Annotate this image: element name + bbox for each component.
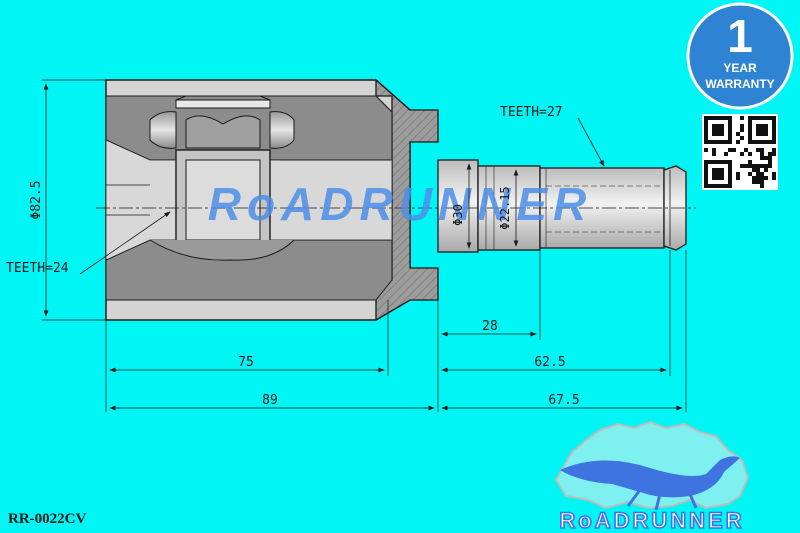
- dim-62-5-label: 62.5: [534, 355, 565, 370]
- dim-89-label: 89: [262, 393, 278, 408]
- teeth-inner-label: TEETH=24: [6, 261, 69, 276]
- teeth-outer-label: TEETH=27: [500, 105, 563, 120]
- dim-67-5: 67.5: [441, 250, 687, 412]
- warranty-line1: YEAR: [723, 61, 757, 75]
- part-number: RR-0022CV: [8, 511, 86, 527]
- dim-89: 89: [109, 393, 435, 411]
- teeth-outer-callout: TEETH=27: [500, 105, 605, 167]
- qr-code-icon: [702, 114, 778, 190]
- dia-spline-label: Φ22.15: [498, 186, 512, 229]
- bird-icon: [560, 456, 740, 511]
- dim-28-label: 28: [482, 319, 498, 334]
- logo-text: RoADRUNNER: [559, 508, 744, 533]
- dim-75: 75: [105, 300, 389, 412]
- watermark-text: RoADRUNNER: [208, 178, 593, 230]
- dim-75-label: 75: [238, 355, 254, 370]
- dim-housing-diameter: Φ82.5: [29, 79, 106, 321]
- dim-62-5: 62.5: [441, 250, 671, 376]
- tripod-bearing: [149, 95, 295, 261]
- teeth-inner-callout: TEETH=24: [6, 211, 171, 276]
- warranty-number: 1: [727, 10, 753, 62]
- dia-housing-label: Φ82.5: [29, 180, 44, 219]
- dia-shaft-label: Φ30: [451, 204, 465, 226]
- warranty-line2: WARRANTY: [705, 77, 774, 91]
- dim-28: 28: [437, 250, 541, 412]
- dim-shaft-diameters: Φ30 Φ22.15: [451, 163, 519, 249]
- roadrunner-logo: RoADRUNNER: [554, 420, 750, 533]
- warranty-badge: 1 YEAR WARRANTY: [686, 2, 794, 110]
- dim-67-5-label: 67.5: [548, 393, 579, 408]
